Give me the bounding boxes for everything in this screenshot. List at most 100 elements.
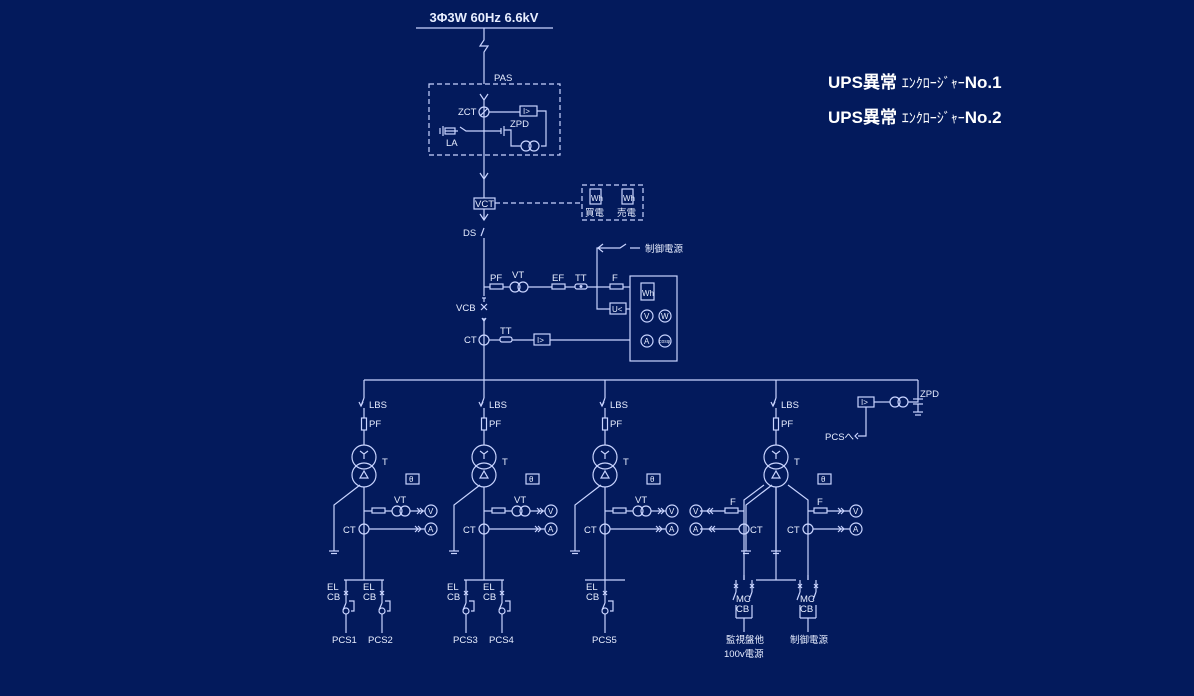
meter-panel xyxy=(629,275,678,362)
feeder-2-lbs-arrow-icon xyxy=(478,401,484,408)
control-mccb-cb-label: CB xyxy=(800,604,813,615)
supply-label: 3Φ3W 60Hz 6.6kV xyxy=(430,10,539,25)
feeder-3-wye-icon xyxy=(600,450,610,459)
tt-dot-icon xyxy=(579,285,583,288)
feeder-4-right-ammeter-icon xyxy=(849,522,863,536)
feeder-2-transformer-primary-icon xyxy=(471,444,497,470)
feeder-2-vs-icon xyxy=(536,507,544,515)
feeder-3-ammeter-icon xyxy=(665,522,679,536)
pcs5-breaker-name-label: PCS5 xyxy=(592,635,617,646)
alarm-ups-no1: UPS異常 ｴﾝｸﾛｰｼﾞｬｰNo.1 xyxy=(828,68,1002,93)
feeder-2-vt-fuse-icon xyxy=(491,507,506,514)
feeder-2-vt-label: VT xyxy=(514,495,526,506)
alarm-ups-no2-sub: ｴﾝｸﾛｰｼﾞｬｰ xyxy=(901,110,965,126)
feeder-1-pf-fuse-icon xyxy=(360,417,368,431)
feeder-1-neutral-wire xyxy=(333,484,361,545)
pcs4-breaker-trip-icon xyxy=(498,607,506,615)
control-mccb-mc-label: MC xyxy=(800,594,815,605)
mccb-feeds xyxy=(743,575,809,580)
feeder-4-lbs-arrow-icon xyxy=(770,401,776,408)
feeder-1-theta-label: θ xyxy=(409,475,414,484)
panel-load-label-1: 監視盤他 xyxy=(726,634,765,646)
pcs2-breaker-el-label: EL xyxy=(363,582,375,593)
feeder-2-theta-label: θ xyxy=(529,475,534,484)
la-icon xyxy=(444,127,456,135)
feeder-4-delta-icon xyxy=(770,469,782,479)
feeder-4-neutral-wire xyxy=(745,484,773,545)
pcs3-breaker-trip-icon xyxy=(462,607,470,615)
alarm-ups-no1-num: No.1 xyxy=(964,73,1002,92)
pcs5-breaker-x-icon xyxy=(602,590,608,596)
pcs4-breaker-name-label: PCS4 xyxy=(489,635,514,646)
ammeter-icon xyxy=(640,334,654,348)
ammeter-label: A xyxy=(644,337,650,346)
feeder-4-left-voltmeter-icon xyxy=(689,504,703,518)
vct-arrow-icon xyxy=(479,172,489,181)
feeder-3-ammeter-label: A xyxy=(669,525,675,534)
feeder-4-left-fuse-icon xyxy=(724,507,739,514)
voltmeter-icon xyxy=(640,309,654,323)
feeder-1-transformer-primary-icon xyxy=(351,444,377,470)
control-mccb-poles xyxy=(799,580,817,592)
pcs4-breaker-el-label: EL xyxy=(483,582,495,593)
pcs2-breaker-x-icon xyxy=(379,590,385,596)
zpd-label: ZPD xyxy=(510,119,529,130)
feeder-4-left-f-label: F xyxy=(730,497,736,508)
feeder-3-lbs-label: LBS xyxy=(610,400,628,411)
pcs3-breaker-name-label: PCS3 xyxy=(453,635,478,646)
feeder-4-pf-label: PF xyxy=(781,419,793,430)
alarm-ups-no1-sub: ｴﾝｸﾛｰｼﾞｬｰ xyxy=(901,75,965,91)
feeder-4-right-as-icon xyxy=(837,525,845,533)
pas-box xyxy=(428,83,561,156)
pcs4-breaker-cb-label: CB xyxy=(483,592,496,603)
feeder-4-right-fuse-icon xyxy=(813,507,828,514)
vct-label: VCT xyxy=(475,199,494,210)
feeder-3-vt-label: VT xyxy=(635,495,647,506)
feeder-4-left-ammeter-icon xyxy=(689,522,703,536)
bus-zpd-relay-label: I> xyxy=(861,398,868,407)
pcs5-breaker-trip-icon xyxy=(601,607,609,615)
feeder-3-vt-icon-a xyxy=(632,505,644,517)
feeder-2-lbs-label: LBS xyxy=(489,400,507,411)
panel-mccb-cb-label: CB xyxy=(736,604,749,615)
control-load-label: 制御電源 xyxy=(790,634,829,646)
feeder-3-delta-icon xyxy=(599,469,611,479)
incoming-pf-label: PF xyxy=(490,273,502,284)
pcs2-breaker-trip-icon xyxy=(378,607,386,615)
feeder-3-theta-label: θ xyxy=(650,475,655,484)
wh-meter-buy-icon xyxy=(589,188,602,205)
feeder-2-wye-icon xyxy=(479,450,489,459)
feeder-2-voltmeter-label: V xyxy=(548,507,554,516)
feeder-2-theta-relay-icon xyxy=(525,473,540,485)
pcs5-breaker-cb-label: CB xyxy=(586,592,599,603)
feeder-1-delta-icon xyxy=(358,469,370,479)
la-switch-icon xyxy=(445,126,484,132)
feeder-1-vt-fuse-icon xyxy=(371,507,386,514)
pcs1-breaker-trip-icon xyxy=(342,607,350,615)
feeder-2-as-icon xyxy=(534,525,542,533)
feeder-4-right-ammeter-label: A xyxy=(853,525,859,534)
control-mccb-switch-icon-a xyxy=(796,591,801,601)
feeder-2-delta-icon xyxy=(478,469,490,479)
pcs-to-label: PCSへ xyxy=(825,432,855,443)
feeder-3-as-icon xyxy=(655,525,663,533)
feeder-3-pf-fuse-icon xyxy=(601,417,609,431)
feeder-4-theta-relay-icon xyxy=(817,473,832,485)
pcs2-breaker-name-label: PCS2 xyxy=(368,635,393,646)
feeder-1-ct-label: CT xyxy=(343,525,356,536)
ds-label: DS xyxy=(463,228,476,239)
feeder-1-ammeter-icon xyxy=(424,522,438,536)
feeder-1-pf-label: PF xyxy=(369,419,381,430)
panel-mccb-wire xyxy=(735,605,753,632)
alarm-ups-no2-main: UPS異常 xyxy=(828,108,897,127)
pcs4-breaker-x-icon xyxy=(499,590,505,596)
zct-label: ZCT xyxy=(458,107,477,118)
vt-icon-a xyxy=(509,281,521,293)
alarm-ups-no2-num: No.2 xyxy=(964,108,1002,127)
feeder-4-right-f-label: F xyxy=(817,497,823,508)
incoming-tt-label: TT xyxy=(575,273,587,284)
pcs3-breaker-el-label: EL xyxy=(447,582,459,593)
oc-relay-label: I> xyxy=(537,336,544,345)
wh-meter-sell-icon xyxy=(621,188,634,205)
